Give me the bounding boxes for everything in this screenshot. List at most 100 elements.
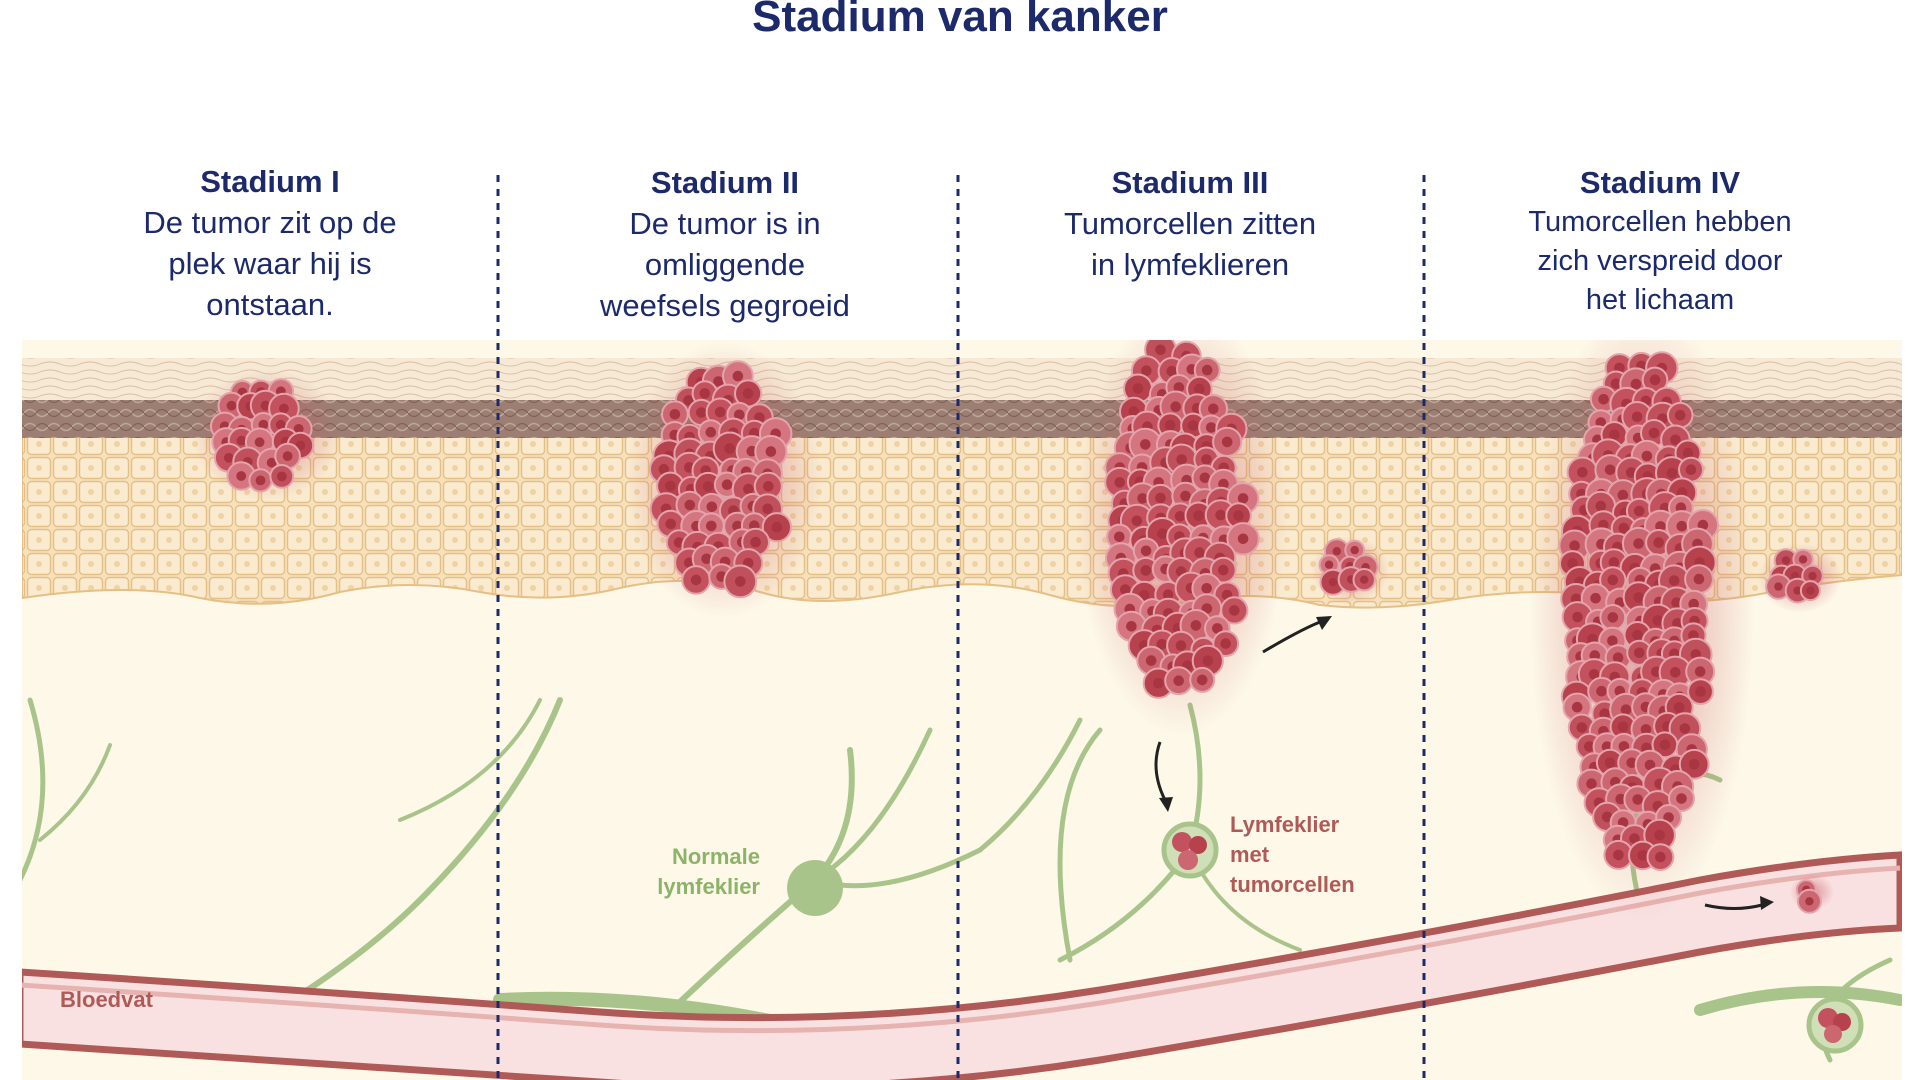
tumor-cell-nucleus bbox=[1114, 531, 1125, 543]
tumor-cell-nucleus bbox=[1229, 605, 1240, 616]
tumor-cell-nucleus bbox=[1571, 701, 1583, 713]
tumor-cell-nucleus bbox=[1157, 528, 1168, 539]
stage-1-description: De tumor zit op de plek waar hij is onts… bbox=[143, 205, 397, 322]
tumor-cell-nucleus bbox=[746, 445, 758, 457]
tumor-cell-nucleus bbox=[1193, 510, 1204, 521]
tumor-cell-nucleus bbox=[1640, 724, 1652, 735]
tumor-cell-nucleus bbox=[1682, 447, 1694, 459]
tumor-cell-nucleus bbox=[1694, 666, 1706, 677]
tumor-cell-nucleus bbox=[1599, 708, 1610, 719]
tumor-cell-nucleus bbox=[701, 553, 712, 565]
tumor-cell-nucleus bbox=[1648, 427, 1660, 439]
tumor-cell-nucleus bbox=[1644, 759, 1656, 771]
tumor-cell-nucleus bbox=[1610, 378, 1622, 390]
stage-3-description: Tumorcellen zitten in lymfeklieren bbox=[1063, 206, 1317, 282]
tumor-cell-nucleus bbox=[1679, 723, 1691, 734]
tumor-cell-nucleus bbox=[260, 400, 271, 411]
tumor-cell-nucleus bbox=[1595, 417, 1607, 428]
tumor-cell-nucleus bbox=[683, 395, 694, 406]
tumor-cell-nucleus bbox=[1576, 722, 1588, 733]
tumor-cell-nucleus bbox=[706, 501, 718, 513]
tumor-cell-nucleus bbox=[1608, 557, 1620, 568]
stage-4-header: Stadium IV Tumorcellen hebben zich versp… bbox=[1500, 163, 1820, 320]
tumor-cell-nucleus bbox=[1233, 510, 1244, 521]
tumor-cell-nucleus bbox=[1174, 511, 1186, 522]
tumor-cell-nucleus bbox=[762, 503, 773, 515]
tumor-cell-nucleus bbox=[1577, 467, 1588, 478]
tumor-cell-nucleus bbox=[1655, 851, 1666, 863]
stage-2-title: Stadium II bbox=[650, 165, 800, 200]
tumor-cell-nucleus bbox=[223, 452, 234, 463]
tumor-cell-nucleus bbox=[1637, 850, 1649, 861]
tumor-cell-nucleus bbox=[734, 409, 745, 421]
spread-arrows bbox=[1154, 616, 1774, 910]
tumor-cell-nucleus bbox=[1630, 378, 1642, 390]
tumor-cell-nucleus bbox=[763, 481, 774, 492]
tumor-cell-nucleus bbox=[1654, 829, 1665, 841]
tumor-cell-nucleus bbox=[724, 443, 735, 454]
tumor-cell-nucleus bbox=[1350, 545, 1359, 555]
tumor-cell-nucleus bbox=[1218, 564, 1229, 576]
tumor-cell-nucleus bbox=[705, 426, 717, 438]
tumor-cell-nucleus bbox=[1194, 547, 1205, 558]
tumor-cluster-stage-4-spread bbox=[1758, 543, 1842, 613]
stage-2-description: De tumor is in omliggende weefsels gegro… bbox=[600, 206, 850, 323]
tumor-cell-nucleus bbox=[1634, 647, 1645, 659]
tumor-cell-nucleus bbox=[1613, 849, 1624, 861]
tumor-cell-nucleus bbox=[1221, 436, 1233, 448]
tumor-cell-nucleus bbox=[1604, 757, 1616, 769]
tumor-cell-nucleus bbox=[1132, 383, 1144, 394]
stage-1-header: Stadium I De tumor zit op de plek waar h… bbox=[110, 162, 430, 325]
stage-3-title: Stadium III bbox=[1111, 165, 1269, 200]
tumor-cell-nucleus bbox=[1145, 655, 1157, 666]
tumor-cell-nucleus bbox=[1332, 547, 1342, 556]
tumor-cell-nucleus bbox=[1641, 450, 1653, 462]
tumor-cell-nucleus bbox=[1805, 897, 1814, 906]
tumor-cell-nucleus bbox=[706, 520, 717, 532]
tumor-cell-nucleus bbox=[684, 499, 696, 511]
tumor-cell-nucleus bbox=[1237, 493, 1249, 504]
tumor-cell-nucleus bbox=[1324, 560, 1334, 569]
tumor-cell-nucleus bbox=[1120, 584, 1131, 595]
tumor-cell-nucleus bbox=[1685, 464, 1697, 476]
tumor-cell-nucleus bbox=[276, 471, 287, 482]
tumor-cell-nucleus bbox=[721, 479, 733, 491]
tumor-cell-nucleus bbox=[1126, 621, 1137, 632]
tumor-cell-nucleus bbox=[1806, 586, 1815, 595]
tumor-cell-nucleus bbox=[1212, 623, 1223, 634]
tumor-cell-nucleus bbox=[743, 483, 754, 495]
tumor-cell-nucleus bbox=[690, 574, 702, 586]
tumor-cell-nucleus bbox=[1201, 454, 1212, 465]
tumor-cell-nucleus bbox=[1199, 472, 1211, 484]
tumor-cell-nucleus bbox=[1586, 778, 1597, 789]
tumor-cell-nucleus bbox=[1194, 383, 1205, 395]
tumor-cell-nucleus bbox=[1141, 365, 1152, 377]
blood-vessel bbox=[22, 851, 1902, 1080]
tumor-cell-nucleus bbox=[1798, 555, 1808, 564]
tumor-cell-nucleus bbox=[1632, 629, 1643, 641]
tumor-stage-3 bbox=[1077, 340, 1287, 736]
tumor-cell-nucleus bbox=[1633, 592, 1645, 603]
tumor-cell-nucleus bbox=[282, 451, 293, 461]
tumor-cell-nucleus bbox=[1633, 505, 1645, 517]
tumor-cell-nucleus bbox=[1629, 833, 1640, 844]
stage-1-title: Stadium I bbox=[200, 164, 340, 199]
tumor-cell-nucleus bbox=[1612, 652, 1624, 663]
tumor-cell-nucleus bbox=[1176, 454, 1187, 465]
tumor-cell-nucleus bbox=[1618, 741, 1630, 752]
tumor-cell-nucleus bbox=[1205, 422, 1217, 433]
tumor-stage-1 bbox=[192, 368, 342, 500]
tumor-cell-nucleus bbox=[1633, 538, 1644, 549]
tumor-cell-nucleus bbox=[1215, 509, 1226, 521]
tumor-cell-nucleus bbox=[665, 518, 676, 530]
tumor-cell-nucleus bbox=[1601, 811, 1613, 823]
tumor-cluster-stage-3-spread bbox=[1311, 536, 1389, 604]
tumor-cell-nucleus bbox=[1688, 759, 1700, 770]
tumor-cell-nucleus bbox=[1170, 401, 1181, 413]
lymph-node-tumor-label: Lymfeklier met tumorcellen bbox=[1230, 812, 1355, 897]
lymph-node-with-tumor-cells bbox=[1161, 821, 1219, 879]
tumor-cell-nucleus bbox=[1653, 537, 1664, 548]
tumor-cell-nucleus bbox=[1674, 409, 1686, 421]
tumor-cell-nucleus bbox=[1220, 638, 1231, 649]
